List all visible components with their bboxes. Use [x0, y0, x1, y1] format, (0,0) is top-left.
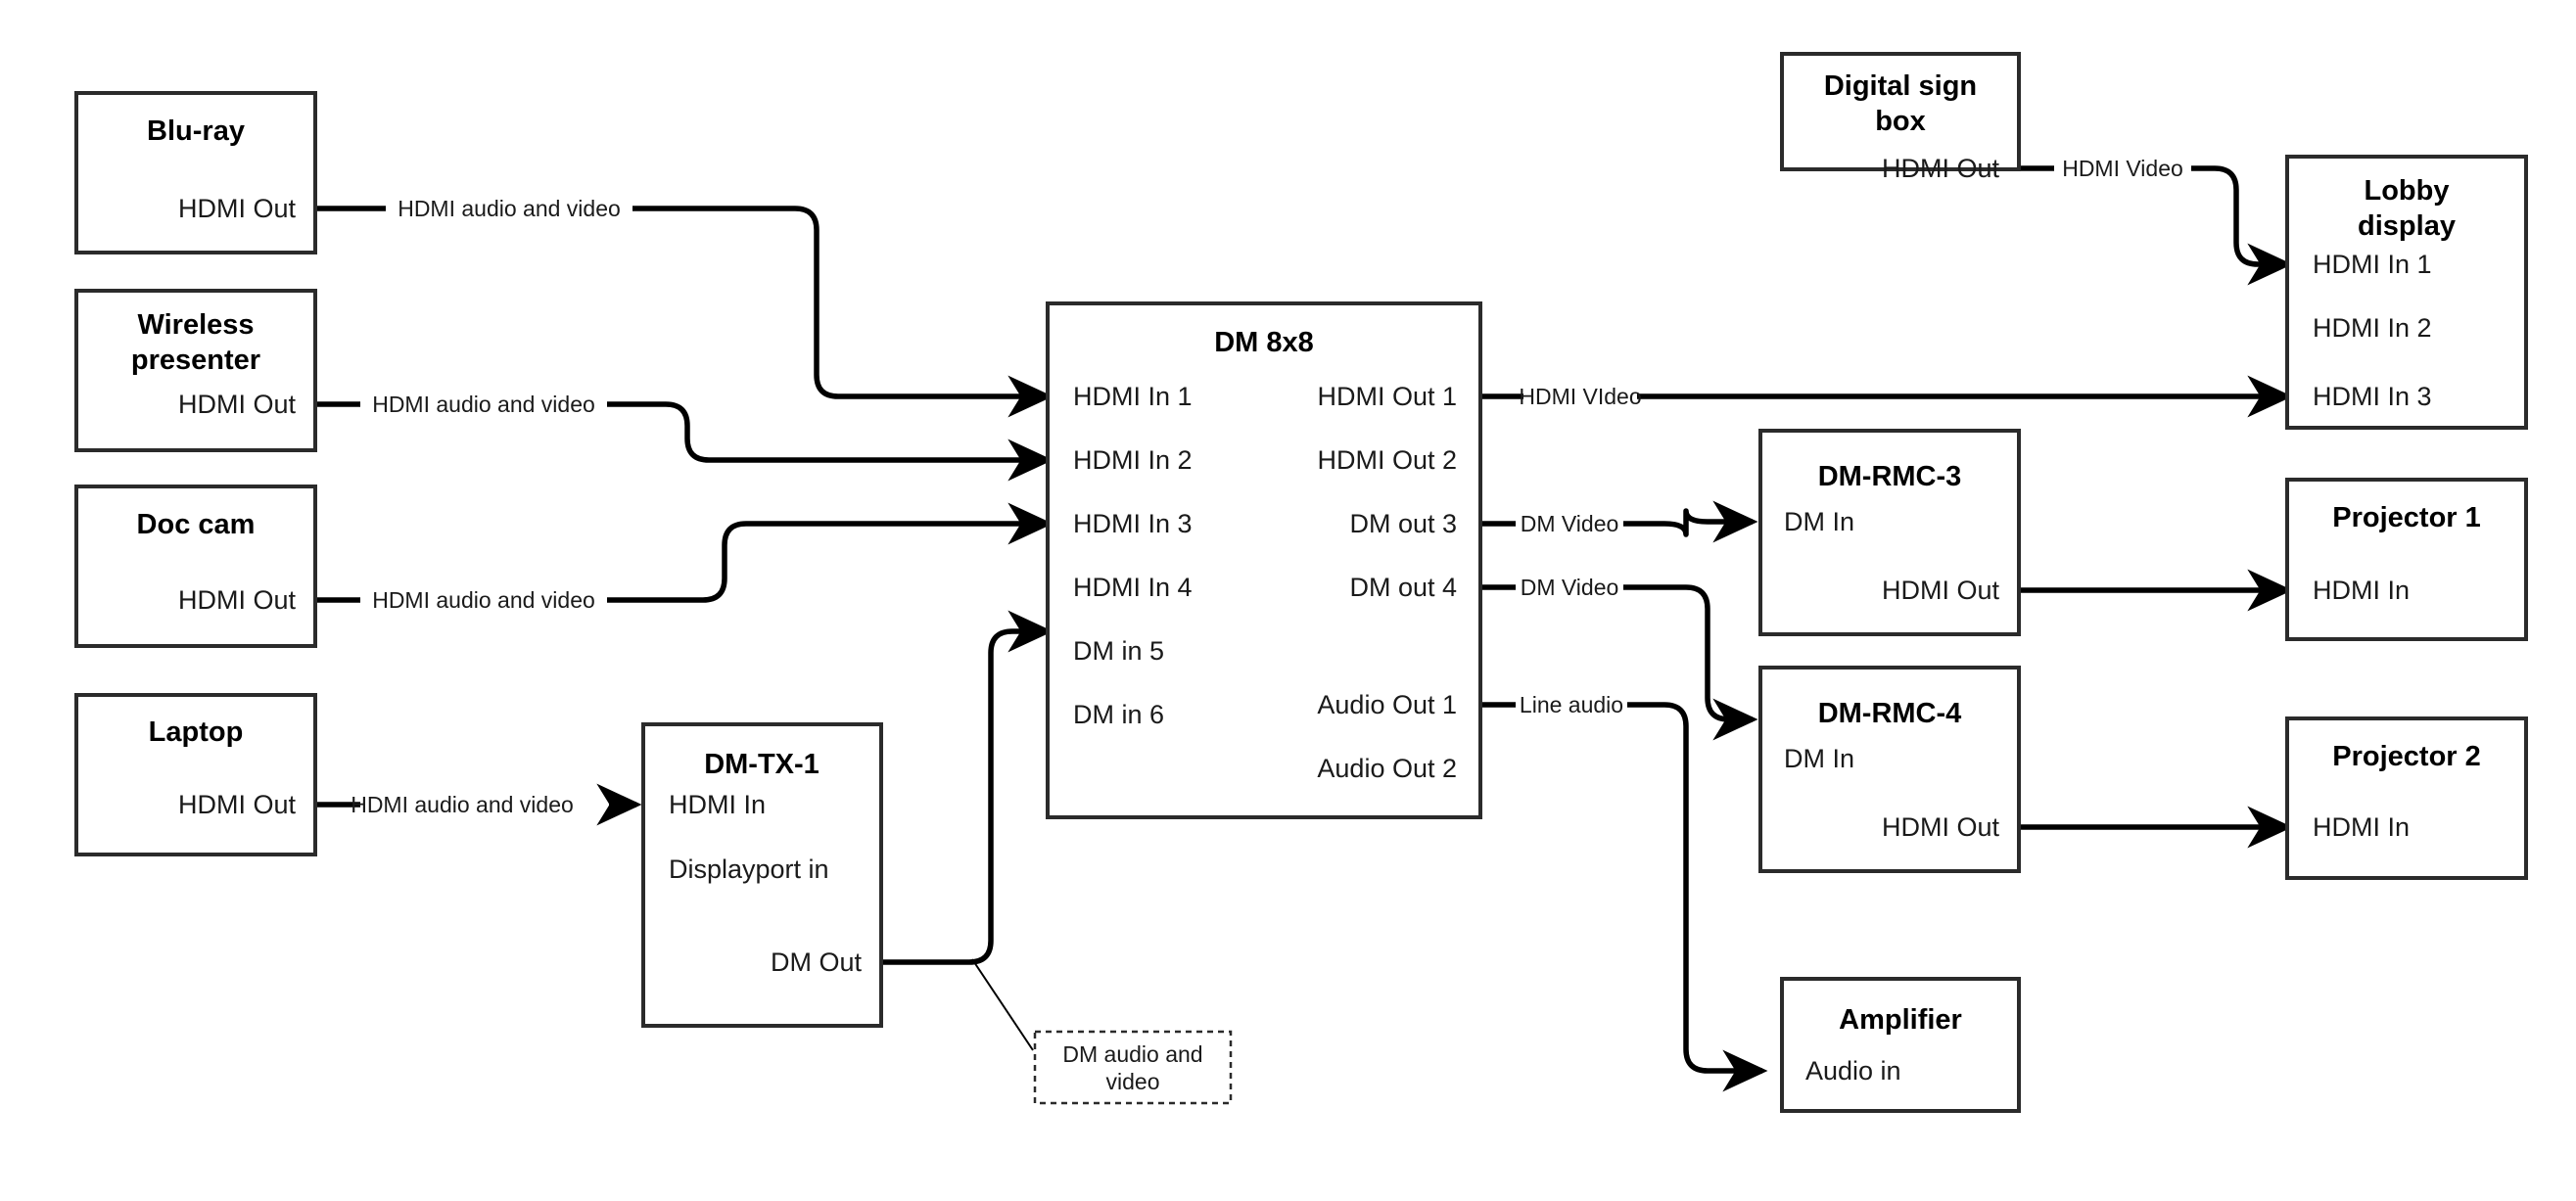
- device-doc-cam[interactable]: Doc cam HDMI Out: [74, 485, 317, 648]
- note-dm-av-line2: video: [1106, 1069, 1160, 1094]
- wireless-presenter-port-hdmi-out: HDMI Out: [178, 390, 297, 419]
- device-lobby-display[interactable]: Lobby display HDMI In 1 HDMI In 2 HDMI I…: [2285, 155, 2528, 430]
- device-dm-8x8[interactable]: DM 8x8 HDMI In 1 HDMI In 2 HDMI In 3 HDM…: [1046, 301, 1482, 819]
- dm-8x8-output-1: HDMI Out 1: [1317, 382, 1457, 411]
- wireless-presenter-title-line2: presenter: [131, 345, 260, 376]
- link-label-dm8x8-out3-to-dmrmc3: DM Video: [1521, 511, 1619, 536]
- dm-rmc-4-port-hdmi-out: HDMI Out: [1882, 812, 2000, 842]
- dm-8x8-input-2: HDMI In 2: [1073, 445, 1193, 475]
- wire-bluray-to-dm8x8: [315, 206, 1048, 396]
- dm-8x8-output-4: DM out 4: [1349, 573, 1457, 602]
- note-box-dm-av: [1033, 1030, 1233, 1105]
- amplifier-title: Amplifier: [1839, 1004, 1962, 1036]
- projector-2-box[interactable]: [2285, 716, 2528, 880]
- link-label-bluray-to-dm8x8: HDMI audio and video: [398, 196, 621, 221]
- link-label-wireless-to-dm8x8: HDMI audio and video: [372, 392, 595, 417]
- dm-8x8-output-3: DM out 3: [1349, 509, 1457, 538]
- doc-cam-box[interactable]: [74, 485, 317, 648]
- dm-8x8-output-6: Audio Out 2: [1317, 754, 1457, 783]
- lobby-display-title-line1: Lobby: [2365, 175, 2450, 207]
- device-bluray[interactable]: Blu-ray HDMI Out: [74, 91, 317, 254]
- amplifier-port-audio-in: Audio in: [1805, 1056, 1901, 1086]
- link-label-doccam-to-dm8x8: HDMI audio and video: [372, 587, 595, 613]
- projector-1-box[interactable]: [2285, 478, 2528, 641]
- dm-8x8-output-5: Audio Out 1: [1317, 690, 1457, 719]
- device-dm-rmc-3[interactable]: DM-RMC-3 DM In HDMI Out: [1758, 429, 2021, 636]
- dm-rmc-4-port-dm-in: DM In: [1784, 744, 1854, 773]
- projector-2-title: Projector 2: [2332, 741, 2481, 772]
- dm-8x8-title: DM 8x8: [1214, 327, 1314, 358]
- dm-8x8-input-1: HDMI In 1: [1073, 382, 1193, 411]
- link-label-laptop-to-dmtx1: HDMI audio and video: [351, 792, 574, 817]
- wire-wireless-to-dm8x8: [315, 401, 1048, 460]
- link-label-digitalsign-to-lobby: HDMI Video: [2062, 156, 2183, 181]
- lobby-display-box[interactable]: [2285, 155, 2528, 430]
- dm-rmc-3-title: DM-RMC-3: [1818, 461, 1962, 492]
- wireless-presenter-title-line1: Wireless: [137, 309, 254, 341]
- projector-1-title: Projector 1: [2332, 502, 2481, 533]
- dm-8x8-input-3: HDMI In 3: [1073, 509, 1193, 538]
- laptop-port-hdmi-out: HDMI Out: [178, 790, 297, 819]
- device-dm-rmc-4[interactable]: DM-RMC-4 DM In HDMI Out: [1758, 666, 2021, 873]
- link-label-dm8x8-out4-to-dmrmc4: DM Video: [1521, 575, 1619, 600]
- device-projector-2[interactable]: Projector 2 HDMI In: [2285, 716, 2528, 880]
- dm-tx-1-title: DM-TX-1: [704, 749, 820, 780]
- digital-sign-port-hdmi-out: HDMI Out: [1882, 154, 2000, 183]
- dm-tx-1-port-hdmi-in: HDMI In: [669, 790, 766, 819]
- device-projector-1[interactable]: Projector 1 HDMI In: [2285, 478, 2528, 641]
- dm-rmc-3-port-hdmi-out: HDMI Out: [1882, 576, 2000, 605]
- wire-doccam-to-dm8x8: [315, 524, 1048, 603]
- dm-tx-1-box[interactable]: [641, 722, 883, 1028]
- device-laptop[interactable]: Laptop HDMI Out: [74, 693, 317, 856]
- link-label-dm8x8-out1-to-lobby: HDMI VIdeo: [1519, 384, 1641, 409]
- dm-8x8-input-5: DM in 5: [1073, 636, 1164, 666]
- wire-digitalsign-to-lobby: [2019, 165, 2287, 264]
- dm-tx-1-port-dm-out: DM Out: [771, 947, 863, 977]
- wire-dm8x8-out4-to-dmrmc4: [1480, 584, 1753, 719]
- dm-8x8-output-2: HDMI Out 2: [1317, 445, 1457, 475]
- link-label-audioout1-to-amplifier: Line audio: [1520, 692, 1623, 717]
- device-wireless-presenter[interactable]: Wireless presenter HDMI Out: [74, 289, 317, 452]
- wire-dm8x8-audioout1-to-amplifier: [1480, 702, 1762, 1071]
- lobby-display-input-3: HDMI In 3: [2313, 382, 2432, 411]
- wire-dm8x8-out3-to-dmrmc3: [1480, 511, 1753, 534]
- lobby-display-input-2: HDMI In 2: [2313, 313, 2432, 343]
- lobby-display-title-line2: display: [2358, 210, 2456, 242]
- note-leader-line: [971, 958, 1034, 1051]
- digital-sign-title-line1: Digital sign: [1824, 70, 1977, 102]
- dm-rmc-3-box[interactable]: [1758, 429, 2021, 636]
- laptop-box[interactable]: [74, 693, 317, 856]
- wire-dmtx1-to-dm8x8: [881, 610, 1054, 965]
- note-dm-audio-and-video: DM audio and video: [1033, 1030, 1233, 1105]
- dm-rmc-3-port-dm-in: DM In: [1784, 507, 1854, 536]
- doc-cam-port-hdmi-out: HDMI Out: [178, 585, 297, 615]
- note-dm-av-line1: DM audio and: [1062, 1041, 1202, 1067]
- device-dm-tx-1[interactable]: DM-TX-1 HDMI In Displayport in DM Out: [641, 722, 883, 1028]
- laptop-title: Laptop: [149, 716, 244, 748]
- lobby-display-input-1: HDMI In 1: [2313, 250, 2432, 279]
- dm-tx-1-port-displayport-in: Displayport in: [669, 855, 829, 884]
- doc-cam-title: Doc cam: [137, 509, 256, 540]
- dm-8x8-box[interactable]: [1046, 301, 1482, 819]
- projector-2-port-hdmi-in: HDMI In: [2313, 812, 2410, 842]
- dm-rmc-4-box[interactable]: [1758, 666, 2021, 873]
- wireless-presenter-box[interactable]: [74, 289, 317, 452]
- amplifier-box[interactable]: [1780, 977, 2021, 1113]
- device-amplifier[interactable]: Amplifier Audio in: [1780, 977, 2021, 1113]
- dm-8x8-input-4: HDMI In 4: [1073, 573, 1193, 602]
- bluray-title: Blu-ray: [147, 115, 245, 147]
- digital-sign-box[interactable]: [1780, 52, 2021, 171]
- dm-8x8-input-6: DM in 6: [1073, 700, 1164, 729]
- bluray-box[interactable]: [74, 91, 317, 254]
- dm-rmc-4-title: DM-RMC-4: [1818, 698, 1962, 729]
- device-digital-sign-box[interactable]: Digital sign box HDMI Out: [1780, 52, 2021, 183]
- projector-1-port-hdmi-in: HDMI In: [2313, 576, 2410, 605]
- bluray-port-hdmi-out: HDMI Out: [178, 194, 297, 223]
- digital-sign-title-line2: box: [1875, 106, 1926, 137]
